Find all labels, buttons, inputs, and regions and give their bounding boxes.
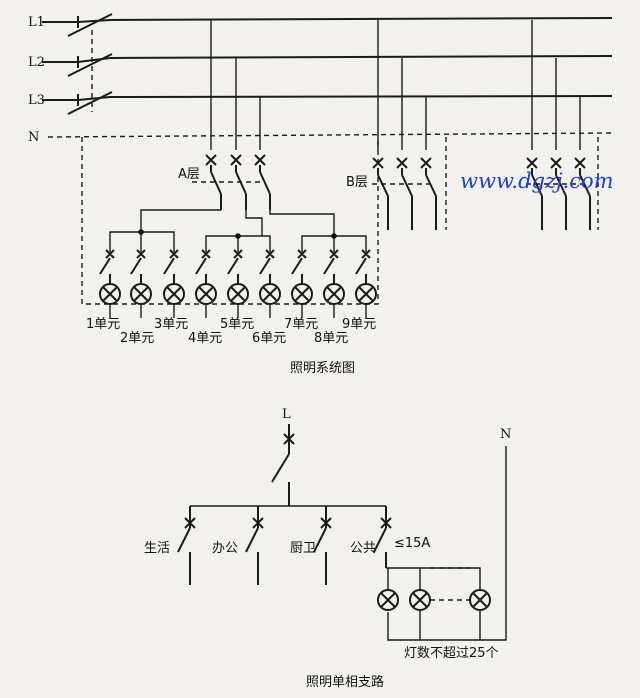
label-l3: L3 (28, 93, 45, 108)
breaker-c-icon (526, 157, 591, 230)
breaker-b-icon (372, 157, 437, 230)
switch-kitchen-icon (313, 506, 332, 585)
l2-breaker-icon (42, 53, 113, 77)
label-neutral: N (500, 427, 511, 442)
unit-label-7: 7单元 (284, 317, 318, 332)
l1-breaker-icon (42, 13, 113, 37)
feeder-b (377, 20, 427, 150)
switch-office-icon (245, 506, 264, 585)
busbar-l1 (77, 17, 613, 23)
unit-label-6: 6单元 (252, 331, 286, 346)
lamp-icon (130, 283, 152, 305)
busbar-l3 (77, 95, 613, 101)
lamp-return (419, 610, 481, 640)
circuit-label-kitchen: 厨卫 (290, 541, 316, 556)
lamp-icon (409, 589, 431, 611)
lower-title: 照明单相支路 (306, 674, 384, 690)
rating-label: ≤15A (394, 536, 430, 551)
unit-label-2: 2单元 (120, 331, 154, 346)
circuit-label-living: 生活 (144, 541, 170, 556)
lamp-feed (386, 567, 481, 590)
unit-label-3: 3单元 (154, 317, 188, 332)
unit-switch-icons (99, 249, 371, 285)
circuit-label-public: 公共 (350, 541, 376, 556)
label-n: N (28, 130, 39, 145)
lamp-icon (355, 283, 377, 305)
unit-label-1: 1单元 (86, 317, 120, 332)
lamp-icon (227, 283, 249, 305)
junction-dot (138, 229, 144, 235)
label-l2: L2 (28, 55, 45, 70)
live-feed-icon (283, 424, 295, 454)
junction-dot (331, 233, 337, 239)
label-l1: L1 (28, 15, 45, 30)
lamp-return-wires (109, 304, 367, 318)
dist-a-group1 (109, 209, 221, 252)
dist-a-group3 (269, 210, 367, 252)
upper-title: 照明系统图 (290, 361, 355, 376)
l3-breaker-icon (42, 91, 113, 115)
unit-label-5: 5单元 (220, 317, 254, 332)
lamp-icon (259, 283, 281, 305)
lamp-icon (291, 283, 313, 305)
busbar-l2 (77, 55, 613, 63)
feeder-c (531, 20, 581, 150)
watermark: www.dgzj.com (460, 169, 614, 193)
label-floor-a: A层 (178, 167, 200, 182)
unit-label-4: 4单元 (188, 331, 222, 346)
switch-living-icon (177, 506, 196, 585)
breaker-a-icon (205, 154, 271, 210)
neutral-return-a (81, 137, 379, 305)
lamp-icon (163, 283, 185, 305)
dist-a-group2 (205, 210, 271, 252)
junction-dot (235, 233, 241, 239)
branch-neutral (387, 446, 507, 641)
neutral-line (47, 132, 613, 138)
lamp-icon (195, 283, 217, 305)
lamp-icon (99, 283, 121, 305)
unit-lamps (99, 283, 377, 305)
lamp-icon (323, 283, 345, 305)
lamp-icon (469, 589, 491, 611)
label-live: L (282, 407, 291, 422)
switch-public-icon (373, 506, 392, 568)
unit-label-8: 8单元 (314, 331, 348, 346)
label-floor-b: B层 (346, 175, 368, 190)
unit-label-9: 9单元 (342, 317, 376, 332)
lamp-icon (377, 589, 399, 611)
circuit-label-office: 办公 (212, 541, 238, 556)
lamp-count-note: 灯数不超过25个 (404, 646, 499, 661)
main-switch-icon (271, 453, 290, 506)
